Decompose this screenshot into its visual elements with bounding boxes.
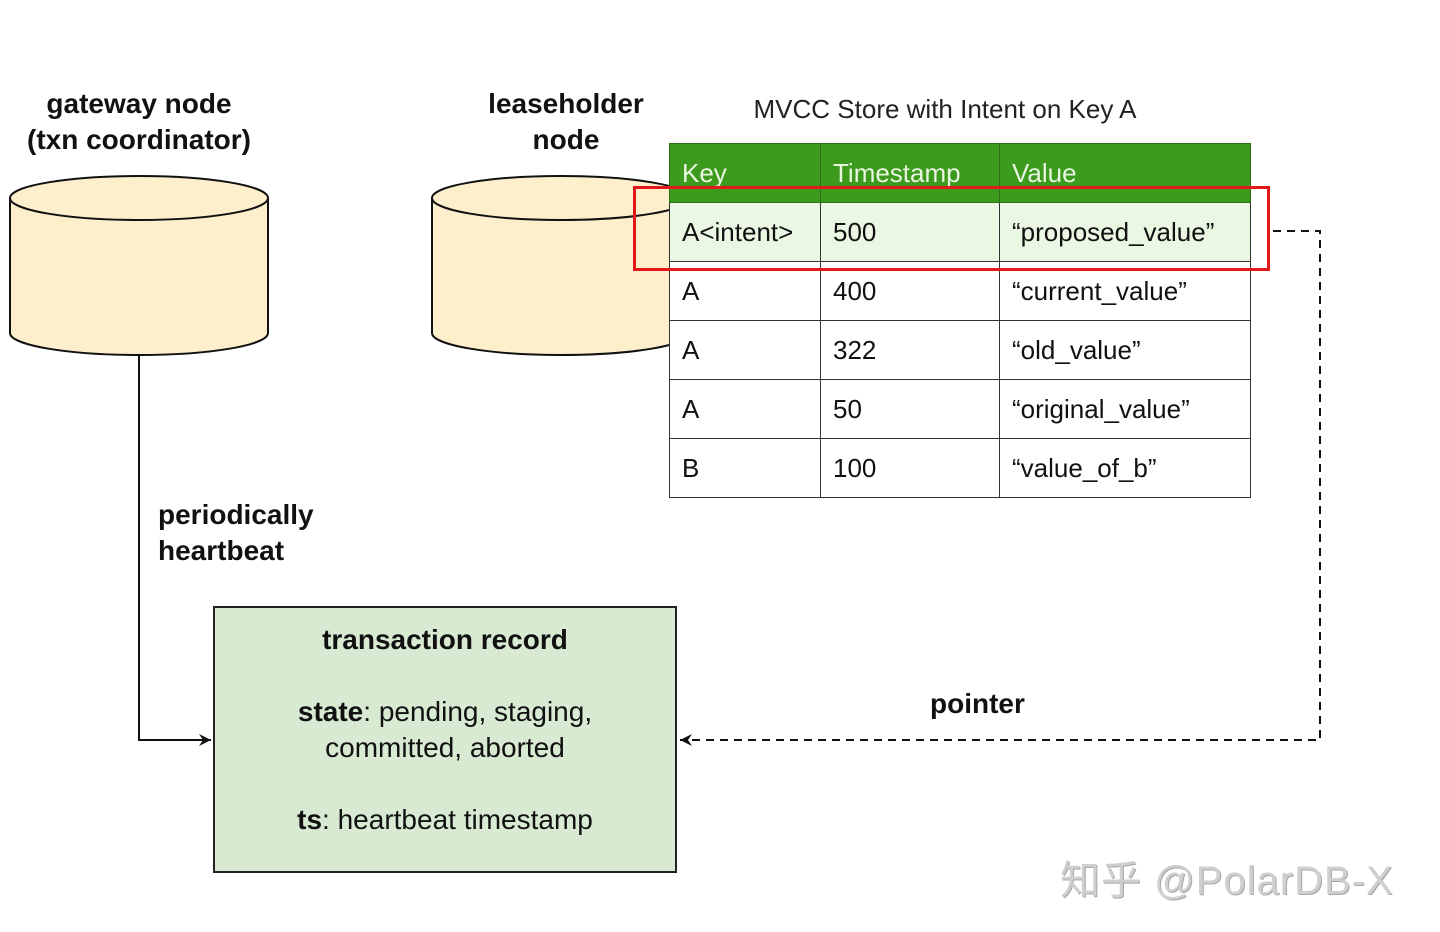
cell-timestamp: 322 — [820, 320, 1000, 380]
gateway-node-title: gateway node (txn coordinator) — [0, 86, 278, 158]
ts-value: : heartbeat timestamp — [322, 804, 593, 835]
cell-timestamp: 500 — [820, 202, 1000, 262]
gateway-node-title-line1: gateway node — [46, 88, 232, 119]
heartbeat-arrow — [138, 355, 211, 746]
mvcc-table: Key Timestamp Value A<intent> 500 “propo… — [669, 143, 1251, 498]
cell-key: B — [669, 438, 821, 498]
table-row-intent: A<intent> 500 “proposed_value” — [669, 202, 1251, 262]
table-row: A 322 “old_value” — [669, 320, 1251, 380]
leaseholder-node-title-line1: leaseholder — [488, 88, 644, 119]
heartbeat-label: periodically heartbeat — [158, 497, 314, 569]
cell-value: “original_value” — [999, 379, 1251, 439]
state-value-line2: committed, aborted — [325, 732, 565, 763]
pointer-label: pointer — [930, 688, 1025, 719]
cell-key: A — [669, 320, 821, 380]
intent-highlight-box — [633, 186, 1270, 271]
cell-key: A — [669, 379, 821, 439]
cell-value: “old_value” — [999, 320, 1251, 380]
column-header-key: Key — [669, 143, 821, 203]
ts-key: ts — [297, 804, 323, 835]
gateway-node-title-line2: (txn coordinator) — [27, 124, 251, 155]
cell-key: A<intent> — [669, 202, 821, 262]
state-key: state — [297, 696, 364, 727]
column-header-value: Value — [999, 143, 1251, 203]
leaseholder-node-title-line2: node — [532, 124, 600, 155]
transaction-record-box: transaction record state: pending, stagi… — [213, 606, 677, 873]
column-header-timestamp: Timestamp — [820, 143, 1000, 203]
cell-timestamp: 400 — [820, 261, 1000, 321]
cell-timestamp: 50 — [820, 379, 1000, 439]
cell-value: “value_of_b” — [999, 438, 1251, 498]
watermark: 知乎 @PolarDB-X — [1060, 859, 1394, 903]
leaseholder-node-cylinder — [431, 175, 691, 356]
cell-value: “proposed_value” — [999, 202, 1251, 262]
state-value-line1: : pending, staging, — [363, 696, 593, 727]
heartbeat-label-line2: heartbeat — [158, 535, 285, 566]
mvcc-table-header-row: Key Timestamp Value — [669, 143, 1251, 203]
heartbeat-label-line1: periodically — [158, 499, 314, 530]
transaction-record-state: state: pending, staging, committed, abor… — [215, 694, 675, 766]
pointer-arrow — [680, 230, 1321, 746]
cell-value: “current_value” — [999, 261, 1251, 321]
transaction-record-ts: ts: heartbeat timestamp — [215, 802, 675, 838]
cell-key: A — [669, 261, 821, 321]
table-row: B 100 “value_of_b” — [669, 438, 1251, 498]
leaseholder-node-title: leaseholder node — [460, 86, 672, 158]
transaction-record-title: transaction record — [322, 624, 568, 655]
cell-timestamp: 100 — [820, 438, 1000, 498]
table-row: A 50 “original_value” — [669, 379, 1251, 439]
gateway-node-cylinder — [9, 175, 269, 356]
mvcc-table-title: MVCC Store with Intent on Key A — [753, 94, 1137, 124]
table-row: A 400 “current_value” — [669, 261, 1251, 321]
